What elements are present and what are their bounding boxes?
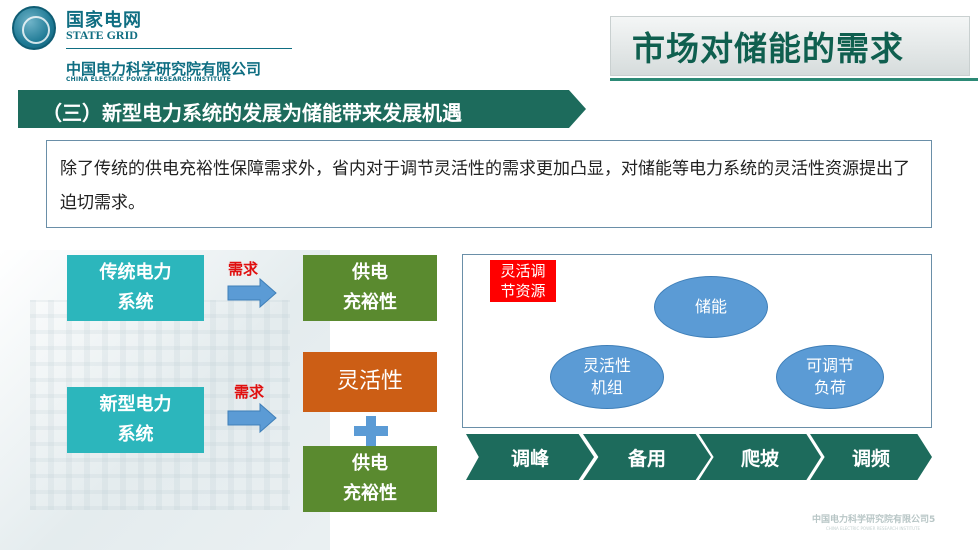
adjustable-load-line1: 可调节 [805, 356, 854, 375]
arrow-right-icon [227, 277, 277, 309]
new-power-system-box: 新型电力 系统 [67, 387, 204, 453]
storage-ellipse: 储能 [654, 276, 768, 338]
service-chevron-ramping: 爬坡 [699, 434, 821, 480]
footer-institute-cn: 中国电力科学研究院有限公司5 [812, 515, 936, 525]
service-label: 调频 [851, 447, 890, 470]
storage-label: 储能 [694, 297, 727, 316]
service-label: 爬坡 [740, 447, 779, 470]
adjustable-load-ellipse: 可调节 负荷 [776, 345, 884, 409]
service-label: 调峰 [510, 447, 549, 470]
section-banner [18, 90, 586, 128]
new-system-line1: 新型电力 [99, 394, 172, 415]
institute-name-cn: 中国电力科学研究院有限公司 [66, 60, 262, 78]
service-chevron-frequency-regulation: 调频 [810, 434, 932, 480]
logo-text-cn: 国家电网 [66, 10, 142, 31]
intro-box [46, 140, 932, 228]
flexible-resources-tag: 灵活调 节资源 [490, 260, 556, 302]
adjustable-load-line2: 负荷 [813, 378, 846, 397]
flexibility-box: 灵活性 [303, 352, 437, 412]
traditional-line1: 传统电力 [99, 262, 172, 283]
flex-units-line1: 灵活性 [582, 356, 631, 375]
state-grid-logo-icon [12, 6, 56, 50]
supply-adequacy-box-bottom: 供电 充裕性 [303, 446, 437, 512]
supply-top-line1: 供电 [352, 262, 388, 283]
new-system-line2: 系统 [117, 424, 154, 445]
flex-units-line2: 机组 [590, 378, 623, 397]
traditional-power-system-box: 传统电力 系统 [67, 255, 204, 321]
intro-text: 除了传统的供电充裕性保障需求外，省内对于调节灵活性的需求更加凸显，对储能等电力系… [60, 159, 910, 213]
flexible-units-ellipse: 灵活性 机组 [550, 345, 664, 409]
plus-icon [354, 416, 388, 446]
title-background [610, 16, 970, 76]
tag-line2: 节资源 [500, 282, 546, 300]
supply-adequacy-box-top: 供电 充裕性 [303, 255, 437, 321]
logo-text-en: STATE GRID [66, 28, 138, 42]
demand-label-bottom: 需求 [234, 383, 265, 401]
service-chevron-reserve: 备用 [583, 434, 711, 480]
traditional-line2: 系统 [117, 292, 154, 313]
service-chevron-peak-shaving: 调峰 [466, 434, 594, 480]
section-title: （三）新型电力系统的发展为储能带来发展机遇 [42, 101, 462, 125]
supply-bottom-line2: 充裕性 [343, 483, 397, 504]
title-underline [610, 78, 978, 81]
tag-line1: 灵活调 [500, 262, 546, 280]
demand-label-top: 需求 [228, 260, 259, 278]
service-label: 备用 [627, 447, 666, 470]
institute-name-en: CHINA ELECTRIC POWER RESEARCH INSTITUTE [66, 76, 231, 83]
page-title: 市场对储能的需求 [632, 29, 904, 68]
footer-institute-en: CHINA ELECTRIC POWER RESEARCH INSTITUTE [826, 526, 921, 531]
supply-bottom-line1: 供电 [352, 453, 388, 474]
supply-top-line2: 充裕性 [343, 292, 397, 313]
header-divider [66, 48, 292, 49]
arrow-right-icon [227, 402, 277, 434]
